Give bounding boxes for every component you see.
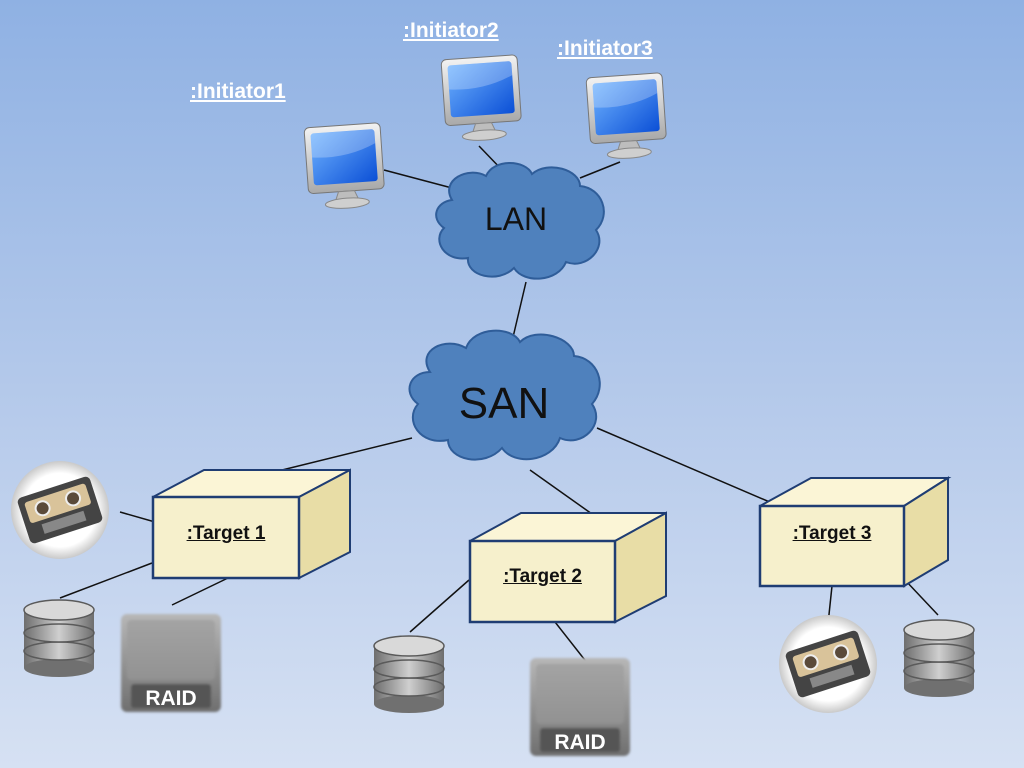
target3-label: :Target 3 (792, 523, 872, 544)
link-san-target2 (529, 469, 593, 515)
monitor-icon (585, 72, 669, 162)
tape-cassette-icon (10, 460, 110, 560)
target2-box (468, 511, 667, 624)
target1-raid: RAID (121, 614, 221, 712)
monitor-icon (303, 122, 387, 212)
link-san-target3 (596, 427, 773, 504)
link-target2-raid (554, 621, 589, 665)
target2-raid: RAID (530, 658, 630, 756)
target1-box (151, 468, 351, 580)
link-target1-disk (59, 562, 153, 599)
link-target3-disk (904, 579, 939, 616)
target1-disk (23, 599, 95, 678)
tape-cassette-icon (778, 614, 878, 714)
target3-box (758, 476, 952, 588)
link-initiator3-lan (579, 161, 621, 179)
san-label: SAN (459, 379, 549, 428)
lan-label: LAN (485, 201, 547, 237)
initiator2-monitor (440, 54, 524, 144)
link-initiator1-lan (383, 169, 453, 189)
raid-label: RAID (145, 687, 196, 710)
monitor-icon (440, 54, 524, 144)
connections (59, 145, 939, 665)
link-target1-tape (119, 511, 156, 523)
initiator3-label: :Initiator3 (557, 37, 653, 60)
disk-stack-icon (373, 635, 445, 714)
initiator2-label: :Initiator2 (403, 19, 499, 42)
disk-stack-icon (903, 619, 975, 698)
target2-label: :Target 2 (503, 566, 582, 587)
cloud-icon (435, 162, 605, 280)
link-san-target1 (277, 437, 413, 472)
target3-tape (778, 614, 878, 714)
disk-stack-icon (23, 599, 95, 678)
raid-label: RAID (554, 731, 605, 754)
san-cloud: SAN (408, 329, 601, 461)
initiator1-label: :Initiator1 (190, 80, 286, 103)
target1-tape (10, 460, 110, 560)
lan-cloud: LAN (435, 162, 605, 280)
initiator3-monitor (585, 72, 669, 162)
target1-label: :Target 1 (186, 523, 266, 544)
link-target2-disk (409, 579, 470, 633)
target3-disk (903, 619, 975, 698)
cloud-icon (408, 329, 601, 461)
link-target1-raid (171, 577, 229, 606)
target2-disk (373, 635, 445, 714)
initiator1-monitor (303, 122, 387, 212)
